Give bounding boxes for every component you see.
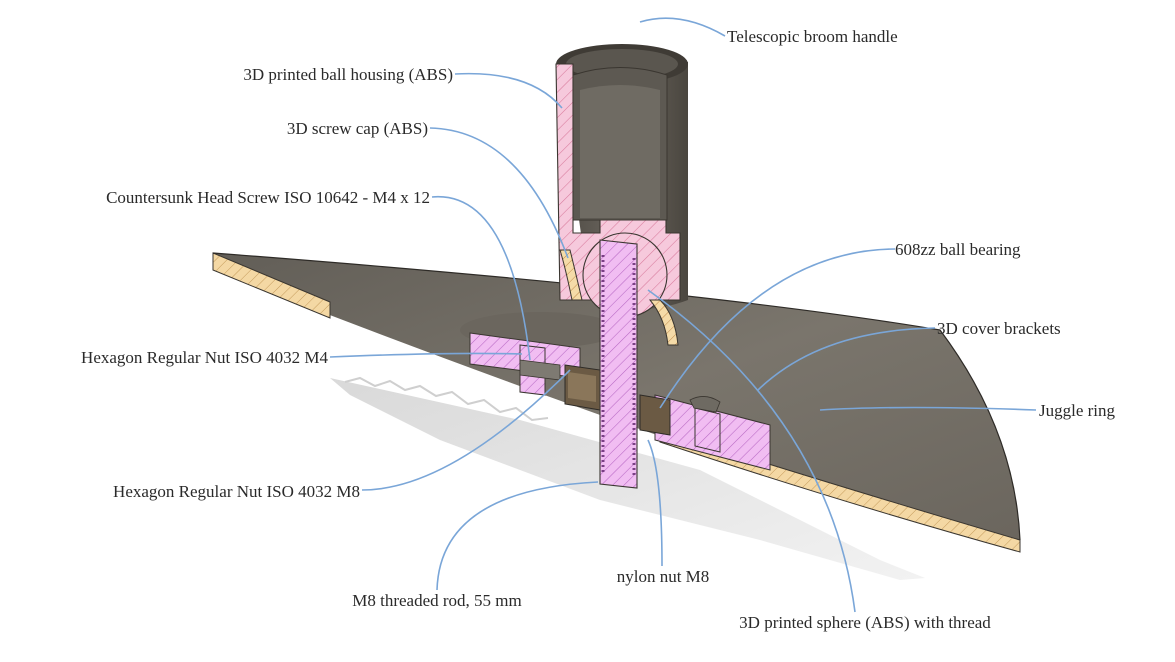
leader-threaded-rod bbox=[436, 481, 599, 591]
threaded-rod bbox=[599, 239, 638, 489]
leader-countersunk-screw bbox=[431, 196, 531, 361]
label-cover-brackets: 3D cover brackets bbox=[937, 319, 1061, 338]
label-screw-cap: 3D screw cap (ABS) bbox=[287, 119, 428, 138]
labels: Telescopic broom handle 3D printed ball … bbox=[81, 27, 1115, 632]
leader-nut-m4 bbox=[329, 352, 523, 358]
leader-nylon-nut bbox=[647, 439, 663, 567]
leader-nut-m8 bbox=[361, 369, 571, 491]
label-nut-m8: Hexagon Regular Nut ISO 4032 M8 bbox=[113, 482, 360, 501]
label-juggle-ring: Juggle ring bbox=[1039, 401, 1116, 420]
label-ball-housing: 3D printed ball housing (ABS) bbox=[243, 65, 453, 84]
label-sphere: 3D printed sphere (ABS) with thread bbox=[739, 613, 991, 632]
label-countersunk-screw: Countersunk Head Screw ISO 10642 - M4 x … bbox=[106, 188, 430, 207]
leader-screw-cap bbox=[429, 127, 569, 259]
label-nut-m4: Hexagon Regular Nut ISO 4032 M4 bbox=[81, 348, 328, 367]
leader-ball-bearing bbox=[659, 248, 896, 409]
label-nylon-nut: nylon nut M8 bbox=[617, 567, 710, 586]
label-threaded-rod: M8 threaded rod, 55 mm bbox=[352, 591, 522, 610]
label-ball-bearing: 608zz ball bearing bbox=[895, 240, 1021, 259]
leader-sphere bbox=[647, 289, 856, 613]
leader-telescopic-handle bbox=[639, 17, 726, 37]
leader-juggle-ring bbox=[819, 406, 1037, 411]
leader-cover-brackets bbox=[757, 327, 936, 391]
label-telescopic-handle: Telescopic broom handle bbox=[727, 27, 898, 46]
leader-lines bbox=[329, 17, 1037, 613]
leader-ball-housing bbox=[454, 72, 563, 109]
